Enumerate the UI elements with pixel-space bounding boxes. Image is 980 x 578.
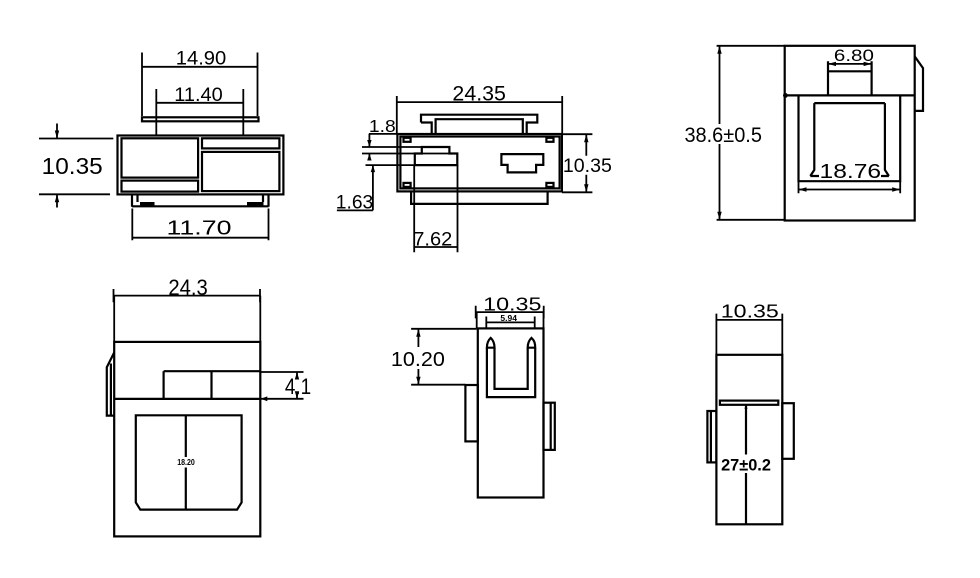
svg-text:1.8: 1.8 [369,116,396,136]
svg-text:24.3: 24.3 [168,275,208,300]
svg-text:4.1: 4.1 [285,374,311,399]
svg-text:11.70: 11.70 [167,217,232,239]
svg-text:27±0.2: 27±0.2 [721,456,771,475]
svg-text:7.62: 7.62 [413,229,452,250]
svg-text:18.76: 18.76 [820,160,882,183]
svg-text:18.20: 18.20 [177,457,195,467]
svg-text:10.35: 10.35 [563,155,612,177]
svg-text:10.35: 10.35 [483,293,541,314]
svg-text:38.6±0.5: 38.6±0.5 [684,123,762,147]
svg-text:1.63: 1.63 [336,192,374,214]
svg-text:24.35: 24.35 [452,83,506,106]
svg-text:14.90: 14.90 [176,49,227,70]
svg-text:5.94: 5.94 [500,314,517,323]
svg-text:6.80: 6.80 [834,46,874,65]
svg-text:10.35: 10.35 [721,301,779,322]
svg-text:11.40: 11.40 [174,85,223,106]
svg-text:10.20: 10.20 [391,349,445,371]
svg-text:10.35: 10.35 [42,153,103,179]
